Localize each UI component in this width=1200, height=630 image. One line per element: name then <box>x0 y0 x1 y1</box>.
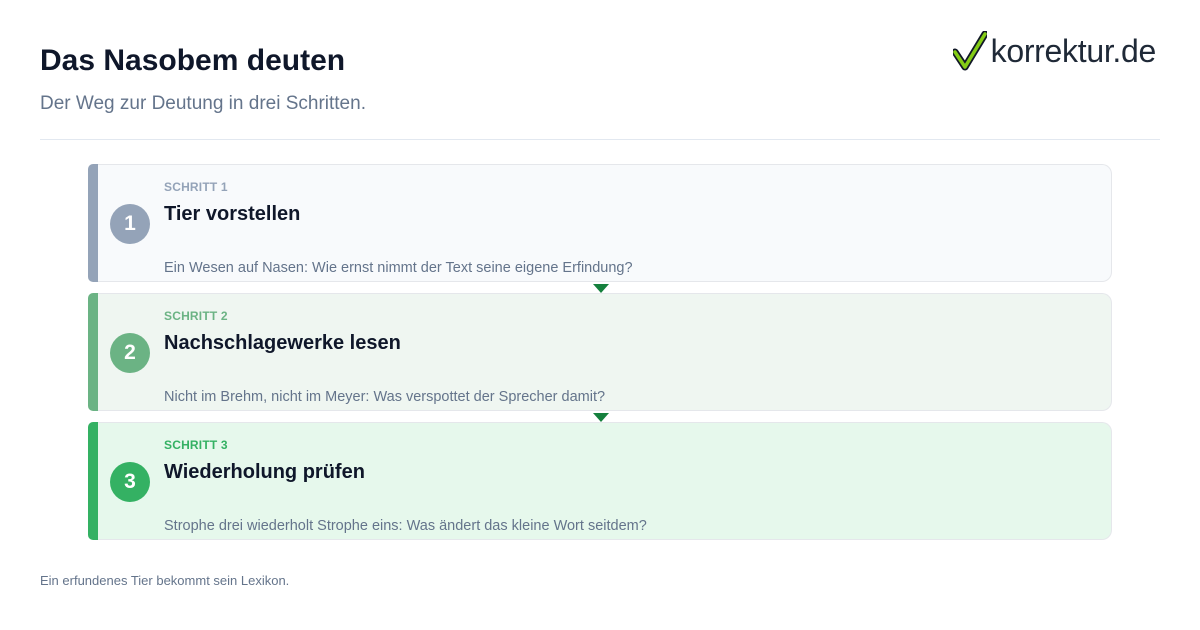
step-accent-bar <box>88 164 98 282</box>
page-subtitle: Der Weg zur Deutung in drei Schritten. <box>40 93 366 114</box>
down-arrow-icon <box>593 413 609 422</box>
step-card-2: 2 SCHRITT 2 Nachschlagewerke lesen Nicht… <box>88 293 1112 411</box>
step-accent-bar <box>88 422 98 540</box>
step-description: Ein Wesen auf Nasen: Wie ernst nimmt der… <box>164 260 633 276</box>
logo-text: korrektur.de <box>990 32 1157 69</box>
step-card-1: 1 SCHRITT 1 Tier vorstellen Ein Wesen au… <box>88 164 1112 282</box>
step-number-badge: 1 <box>110 204 150 244</box>
header: Das Nasobem deuten Der Weg zur Deutung i… <box>40 0 1160 140</box>
step-title: Wiederholung prüfen <box>164 461 365 483</box>
step-description: Strophe drei wiederholt Strophe eins: Wa… <box>164 518 647 534</box>
step-card-3: 3 SCHRITT 3 Wiederholung prüfen Strophe … <box>88 422 1112 540</box>
step-number-badge: 3 <box>110 462 150 502</box>
down-arrow-icon <box>593 284 609 293</box>
step-description: Nicht im Brehm, nicht im Meyer: Was vers… <box>164 389 606 405</box>
page-title: Das Nasobem deuten <box>40 44 346 77</box>
step-kicker: SCHRITT 2 <box>164 309 228 323</box>
checkmark-icon <box>952 31 987 71</box>
step-title: Tier vorstellen <box>164 203 301 225</box>
step-kicker: SCHRITT 1 <box>164 180 228 194</box>
step-kicker: SCHRITT 3 <box>164 438 228 452</box>
logo[interactable]: korrektur.de <box>952 30 1157 72</box>
footer-note: Ein erfundenes Tier bekommt sein Lexikon… <box>40 573 290 588</box>
step-accent-bar <box>88 293 98 411</box>
step-number-badge: 2 <box>110 333 150 373</box>
step-title: Nachschlagewerke lesen <box>164 332 401 354</box>
